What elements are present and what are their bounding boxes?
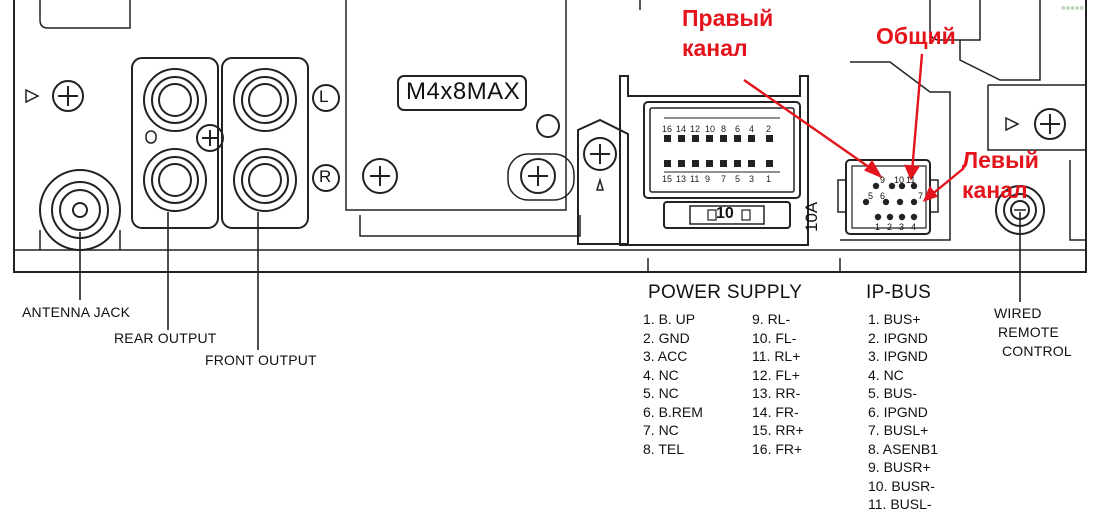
- annotation-left-channel-1: Левый: [962, 147, 1039, 173]
- ipbus-pin-1: 1. BUS+: [868, 311, 921, 327]
- ipbus-pin-label-5: 5: [868, 191, 874, 201]
- arrow-common: [910, 53, 924, 173]
- ipbus-pin-6: 6. IPGND: [868, 403, 928, 420]
- ipbus-pin-3: 3. IPGND: [868, 348, 928, 364]
- screw-mark-label: M4x8MAX: [406, 78, 521, 105]
- power-pins-top: [664, 135, 773, 142]
- power-connector-housing: [619, 75, 809, 246]
- ipbus-pin-2: 2. IPGND: [868, 329, 928, 346]
- ipbus-pin-label-1: 1: [875, 222, 881, 232]
- wired-remote-label-2: REMOTE: [998, 324, 1060, 340]
- ipbus-pin-label-7: 7: [918, 191, 924, 201]
- power-pin-12: 12. FL+: [752, 366, 800, 383]
- power-pin-number-bottom: 15: [662, 174, 672, 184]
- annotation-right-channel-2: канал: [682, 35, 748, 61]
- ipbus-pin-5: 5. BUS-: [868, 385, 918, 401]
- wired-remote-label-3: CONTROL: [1002, 343, 1072, 359]
- power-pin-9: 9. RL-: [752, 311, 791, 327]
- power-pin-4: 4. NC: [643, 366, 679, 383]
- power-pin-number-top: 10: [705, 124, 715, 134]
- ipbus-pin-7: 7. BUSL+: [868, 422, 929, 438]
- power-pin-number-bottom: 3: [749, 174, 754, 184]
- power-pin-1: 1. B. UP: [643, 311, 696, 327]
- power-supply-title: POWER SUPPLY: [648, 282, 803, 303]
- ipbus-pin-label-4: 4: [911, 222, 917, 232]
- rca-block-rear: [131, 57, 219, 229]
- power-pin-number-top: 2: [766, 124, 771, 134]
- rear-output-label: REAR OUTPUT: [114, 330, 217, 346]
- ipbus-title: IP-BUS: [866, 282, 932, 303]
- power-pin-15: 15. RR+: [752, 422, 804, 438]
- watermark: ▪▪▪▪▪: [1060, 0, 1084, 15]
- arrow-left: [25, 88, 40, 104]
- front-output-label: FRONT OUTPUT: [205, 352, 317, 368]
- jack-l-label: L: [319, 87, 329, 106]
- ipbus-pin-4: 4. NC: [868, 366, 904, 383]
- power-pin-number-bottom: 1: [766, 174, 771, 184]
- power-connector-plug: [649, 107, 795, 193]
- power-supply-col2: 9. RL- 10. FL- 11. RL+ 12. FL+ 13. RR- 1…: [752, 310, 804, 458]
- ipbus-pin-9: 9. BUSR+: [868, 459, 931, 475]
- ipbus-pin-label-9: 9: [880, 175, 886, 185]
- power-pin-2: 2. GND: [643, 329, 690, 346]
- ipbus-pin-10: 10. BUSR-: [868, 477, 935, 494]
- power-pins-bottom: [664, 160, 773, 167]
- screw-left: [52, 80, 84, 112]
- ipbus-pin-label-3: 3: [899, 222, 905, 232]
- wired-remote-label-1: WIRED: [994, 305, 1042, 321]
- annotation-right-channel-1: Правый: [682, 5, 774, 31]
- power-pin-number-top: 8: [721, 124, 726, 134]
- chassis-outline: [13, 0, 1087, 273]
- power-pin-number-bottom: 5: [735, 174, 740, 184]
- ipbus-pin-11: 11. BUSL-: [868, 496, 932, 512]
- jack-r-marker: [312, 164, 340, 192]
- antenna-jack-label: ANTENNA JACK: [22, 304, 131, 320]
- annotation-common: Общий: [876, 23, 956, 49]
- arrow-right-channel: [743, 79, 877, 173]
- power-pin-number-top: 4: [749, 124, 754, 134]
- screw-mark-box: [397, 75, 527, 111]
- power-pin-number-bottom: 11: [690, 174, 699, 184]
- ipbus-pin-list: 1. BUS+ 2. IPGND 3. IPGND 4. NC 5. BUS- …: [868, 310, 938, 514]
- ipbus-pin-8: 8. ASENB1: [868, 440, 939, 457]
- power-supply-col1: 1. B. UP 2. GND 3. ACC 4. NC 5. NC 6. B.…: [643, 310, 703, 458]
- arrow-left-channel: [929, 167, 965, 197]
- power-pin-number-bottom: 13: [676, 174, 686, 184]
- power-pin-5: 5. NC: [643, 385, 679, 401]
- power-pin-number-bottom: 9: [705, 174, 710, 184]
- power-pin-number-top: 14: [676, 124, 686, 134]
- fuse-rating-label: 10A: [802, 201, 821, 232]
- fuse-label: 10: [716, 205, 734, 222]
- annotation-left-channel-2: канал: [962, 177, 1028, 203]
- fuse-box: [663, 201, 791, 229]
- ipbus-pin-label-6: 6: [880, 191, 886, 201]
- power-pin-11: 11. RL+: [752, 348, 801, 364]
- ipbus-pin-label-10: 10: [894, 175, 905, 185]
- power-pin-3: 3. ACC: [643, 348, 688, 364]
- power-pin-number-top: 12: [690, 124, 700, 134]
- ipbus-pin-label-2: 2: [887, 222, 893, 232]
- power-pin-16: 16. FR+: [752, 440, 803, 457]
- power-pin-number-top: 16: [662, 124, 672, 134]
- ipbus-pins: [862, 182, 918, 221]
- power-pin-8: 8. TEL: [643, 440, 684, 457]
- power-pin-7: 7. NC: [643, 422, 679, 438]
- power-pin-number-bottom: 7: [721, 174, 726, 184]
- power-pin-number-top: 6: [735, 124, 740, 134]
- jack-l-marker: [312, 84, 340, 112]
- jack-r-label: R: [319, 167, 332, 186]
- power-pin-10: 10. FL-: [752, 329, 797, 346]
- ipbus-pin-label-11: 11: [906, 175, 916, 185]
- power-pin-14: 14. FR-: [752, 403, 799, 420]
- power-pin-6: 6. B.REM: [643, 403, 703, 420]
- power-pin-13: 13. RR-: [752, 385, 801, 401]
